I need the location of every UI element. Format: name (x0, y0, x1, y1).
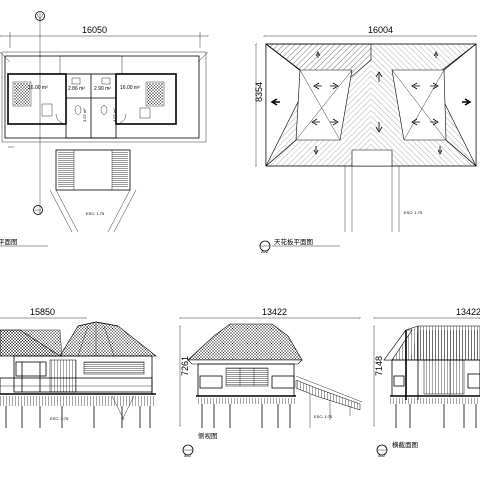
side-elevation-scale: ESC: 1:75 (314, 414, 333, 419)
arrow-down-icon (375, 122, 383, 133)
arrow-left-icon (311, 118, 320, 126)
arrow-right-icon (430, 118, 439, 126)
floor-plan-scale: ESC: 1:75 (86, 211, 105, 216)
room-area-label: 2.90 m² (94, 86, 111, 92)
arrow-left-icon (313, 82, 322, 90)
north-marker-icon (35, 11, 45, 21)
side-elevation-title: 侧视图 (198, 431, 218, 440)
ceiling-plan: 16004 8354 (254, 25, 476, 254)
cross-section-dim-side: 7148 (374, 356, 384, 376)
room-area-label: 3.57 m² (82, 108, 87, 122)
cross-section: 13422 7148 A02 横截面图 (374, 307, 480, 458)
arrow-up-icon (375, 71, 383, 82)
arrow-right-icon (330, 82, 339, 90)
cross-section-tag: A02 (378, 453, 386, 458)
room-area-label: 16.00 m² (28, 85, 48, 91)
front-elevation: 15850 ESC: 1:75 (0, 307, 157, 428)
arrow-down-icon (313, 146, 319, 155)
arrow-right-icon (430, 82, 439, 90)
cross-section-dim-top: 13422 (456, 307, 480, 317)
arrow-left-icon (411, 118, 420, 126)
ceiling-plan-dim-top: 16004 (368, 25, 393, 35)
arrow-up-icon (433, 51, 439, 58)
arrow-left-icon (270, 98, 280, 106)
ceiling-plan-scale: ESC: 1:75 (404, 210, 423, 215)
ceiling-plan-tag: A02 (261, 249, 269, 254)
side-elevation: 13422 7261 ESC: 1:75 A02 侧视图 (180, 307, 363, 458)
room-area-label: 2.86 m² (68, 86, 85, 92)
arrow-right-icon (330, 118, 339, 126)
arrow-right-icon (462, 98, 472, 106)
arrow-down-icon (437, 146, 443, 155)
side-elevation-tag: A02 (184, 453, 192, 458)
arrow-left-icon (411, 82, 420, 90)
front-elevation-scale: ESC: 1:75 (50, 416, 69, 421)
room-area-label: 16.00 m² (120, 85, 140, 91)
room-area-label: 3.57 m² (112, 108, 117, 122)
arrow-up-icon (315, 51, 321, 58)
ceiling-plan-title: 天花板平面图 (274, 237, 313, 246)
floor-plan-title: 平面图 (0, 238, 18, 246)
ceiling-plan-dim-side: 8354 (254, 82, 264, 102)
floor-plan: 16050 16.00 m² 2.86 m² 2.90 m² 16.0 (0, 11, 208, 247)
front-elevation-dim-top: 15850 (30, 307, 55, 317)
side-elevation-dim-top: 13422 (262, 307, 287, 317)
section-marker-icon (33, 205, 43, 215)
cross-section-title: 横截面图 (392, 440, 418, 449)
side-elevation-dim-side: 7261 (180, 356, 190, 376)
floor-plan-dim-top: 16050 (82, 25, 107, 35)
